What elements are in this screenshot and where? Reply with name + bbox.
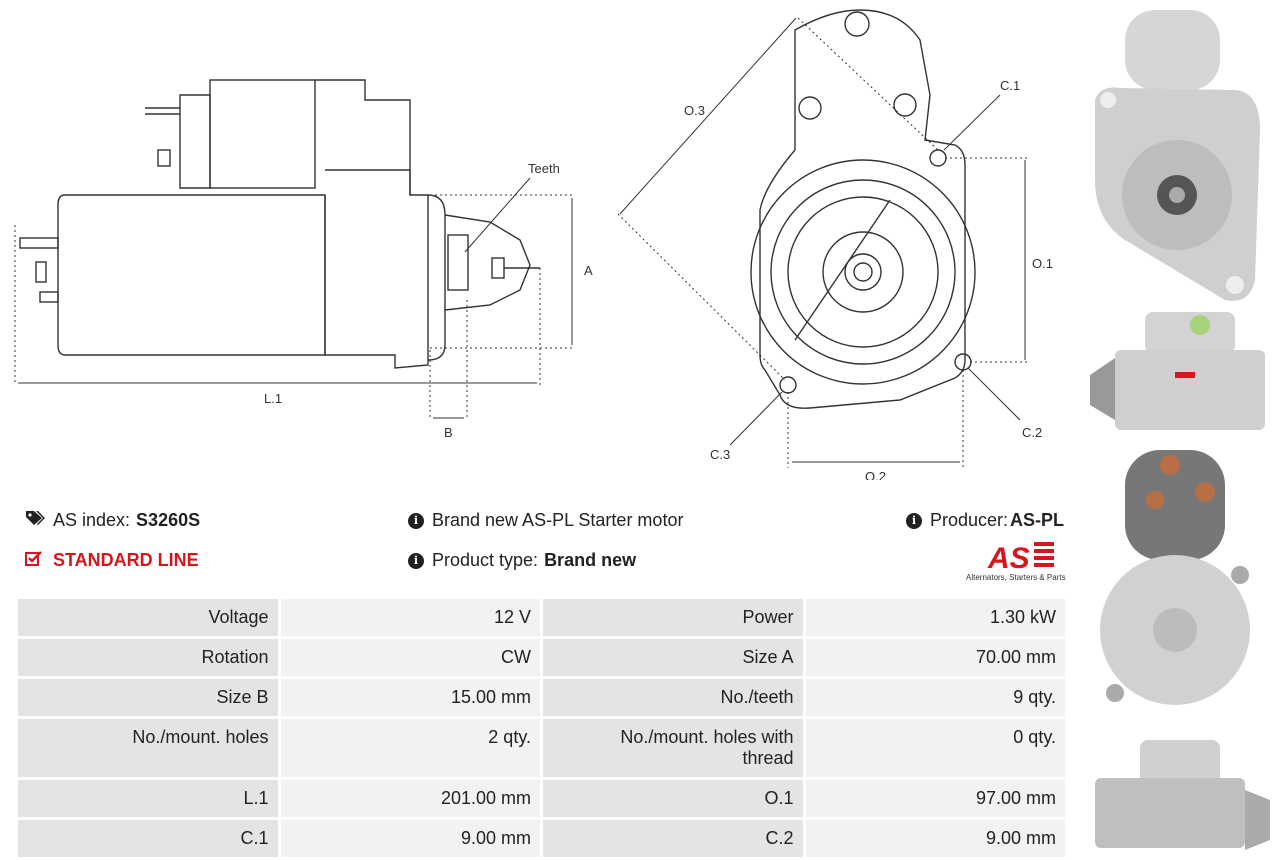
product-photos [1090,10,1270,850]
spec-value: 12 V [280,599,540,636]
table-row: Size B 15.00 mm No./teeth 9 qty. [18,679,1065,716]
spec-label: Voltage [18,599,278,636]
spec-value: 1.30 kW [805,599,1065,636]
product-type: i Product type: Brand new [408,550,636,571]
spec-value: 15.00 mm [280,679,540,716]
logo-tagline: Alternators, Starters & Parts [966,573,1066,582]
spec-label: C.2 [543,820,803,857]
product-type-value: Brand new [544,550,637,570]
spec-value: 70.00 mm [805,639,1065,676]
spec-label: No./mount. holes [18,719,278,777]
spec-value: 0 qty. [805,719,1065,777]
label-l1: L.1 [264,391,282,406]
table-row: No./mount. holes 2 qty. No./mount. holes… [18,719,1065,777]
label-a: A [584,263,593,278]
info-icon: i [906,512,922,529]
label-c1: C.1 [1000,78,1020,93]
standard-line: STANDARD LINE [25,550,199,571]
product-photo-side[interactable] [1090,312,1265,430]
standard-line-text: STANDARD LINE [53,550,199,570]
info-icon: i [408,552,424,569]
spec-label: No./mount. holes with thread [543,719,803,777]
spec-value: 9.00 mm [280,820,540,857]
product-photo-rear[interactable] [1100,450,1250,705]
spec-label: C.1 [18,820,278,857]
table-row: Rotation CW Size A 70.00 mm [18,639,1065,676]
label-o3: O.3 [684,103,705,118]
label-o2: O.2 [865,469,886,480]
spec-label: Rotation [18,639,278,676]
spec-value: 97.00 mm [805,780,1065,817]
spec-value: 201.00 mm [280,780,540,817]
spec-label: No./teeth [543,679,803,716]
label-c3: C.3 [710,447,730,462]
as-index: AS index: S3260S [25,510,200,531]
description-text: Brand new AS-PL Starter motor [432,510,684,530]
info-icon: i [408,512,424,529]
producer-value: AS-PL [1010,510,1065,530]
spec-value: CW [280,639,540,676]
producer-label: Producer: [930,510,1009,530]
asp-logo: AS Alternators, Starters & Parts [960,538,1070,584]
spec-label: Power [543,599,803,636]
spec-label: Size A [543,639,803,676]
product-type-label: Product type: [432,550,539,570]
label-b: B [444,425,453,440]
spec-value: 9 qty. [805,679,1065,716]
specs-table: Voltage 12 V Power 1.30 kW Rotation CW S… [15,596,1068,860]
product-photo-bottom[interactable] [1095,740,1270,850]
label-o1: O.1 [1032,256,1053,271]
product-photo-front[interactable] [1095,10,1260,301]
as-index-label: AS index: [53,510,131,530]
producer: i Producer: AS-PL [906,510,1064,531]
as-index-value: S3260S [136,510,201,530]
spec-value: 2 qty. [280,719,540,777]
logo-mark: AS [987,542,1030,575]
spec-value: 9.00 mm [805,820,1065,857]
spec-label: Size B [18,679,278,716]
spec-label: O.1 [543,780,803,817]
table-row: C.1 9.00 mm C.2 9.00 mm [18,820,1065,857]
description: i Brand new AS-PL Starter motor [408,510,683,531]
label-c2: C.2 [1022,425,1042,440]
label-teeth: Teeth [528,161,560,176]
table-row: Voltage 12 V Power 1.30 kW [18,599,1065,636]
tag-icon [25,510,45,531]
spec-label: L.1 [18,780,278,817]
table-row: L.1 201.00 mm O.1 97.00 mm [18,780,1065,817]
technical-drawing: Teeth A B L.1 O.3 O.1 O.2 C.1 C. [14,9,1053,480]
checkbox-icon [25,550,43,571]
